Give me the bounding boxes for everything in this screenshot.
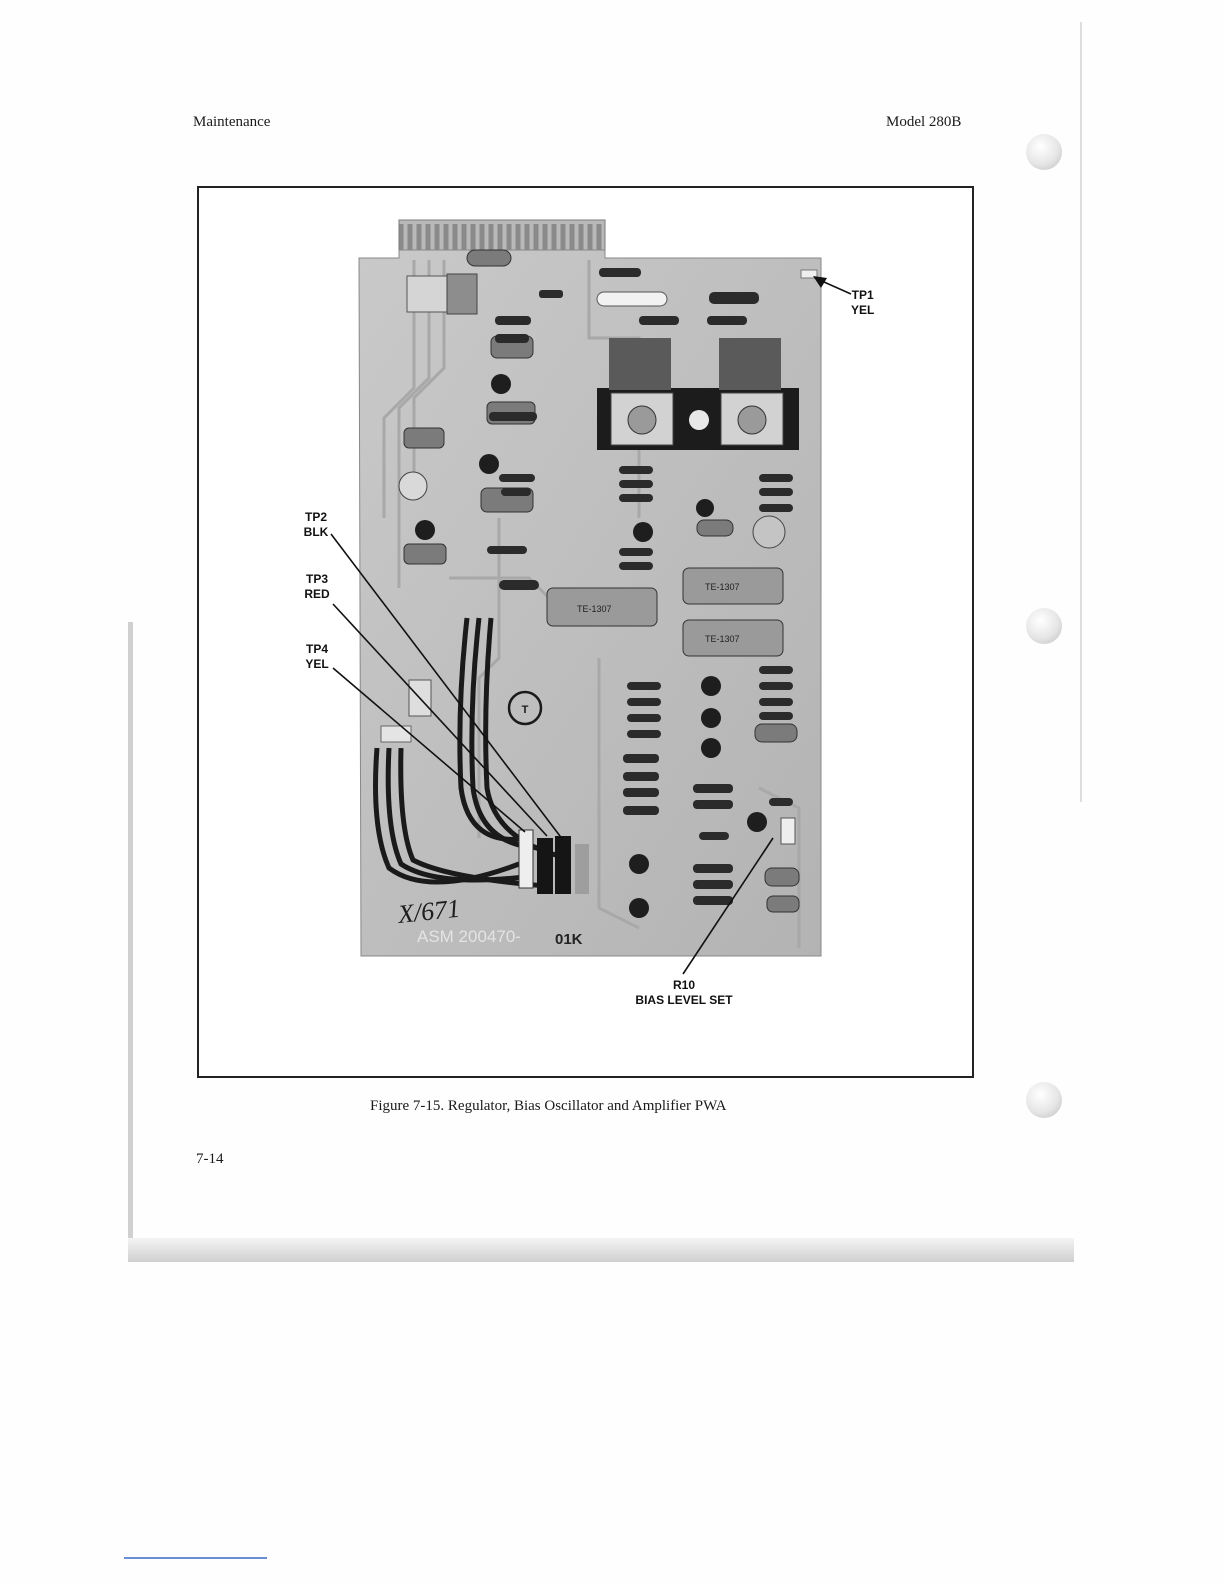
callout-tp2: TP2 BLK bbox=[298, 510, 334, 540]
callout-tp1-name: TP1 bbox=[851, 288, 874, 303]
callout-tp3-name: TP3 bbox=[299, 572, 335, 587]
binder-hole bbox=[1026, 608, 1062, 644]
callout-tp3: TP3 RED bbox=[299, 572, 335, 602]
callout-tp1: TP1 YEL bbox=[851, 288, 874, 318]
running-header-right: Model 280B bbox=[886, 114, 961, 131]
callout-tp4: TP4 YEL bbox=[299, 642, 335, 672]
callout-r10-name: R10 bbox=[619, 978, 749, 993]
pcb-photo: TE-1307 TE-1307 TE-1307 bbox=[199, 188, 972, 1076]
callout-r10-desc: BIAS LEVEL SET bbox=[619, 993, 749, 1008]
callout-tp2-color: BLK bbox=[298, 525, 334, 540]
callout-r10: R10 BIAS LEVEL SET bbox=[619, 978, 749, 1008]
binder-hole bbox=[1026, 1082, 1062, 1118]
page-edge-shadow bbox=[128, 622, 133, 1242]
callout-tp1-color: YEL bbox=[851, 303, 874, 318]
capacitor-marking: TE-1307 bbox=[577, 604, 612, 614]
scan-artifact-line bbox=[124, 1557, 267, 1559]
page-number: 7-14 bbox=[196, 1151, 224, 1168]
callout-tp3-color: RED bbox=[299, 587, 335, 602]
binder-hole bbox=[1026, 134, 1062, 170]
assembly-marking: ASM 200470- bbox=[417, 927, 521, 946]
callout-tp4-color: YEL bbox=[299, 657, 335, 672]
figure-caption: Figure 7-15. Regulator, Bias Oscillator … bbox=[370, 1098, 726, 1115]
page-edge-shadow bbox=[1080, 22, 1082, 802]
page-edge-shadow bbox=[128, 1238, 1074, 1262]
capacitor-marking: TE-1307 bbox=[705, 634, 740, 644]
revision-marking: 01K bbox=[555, 931, 583, 948]
figure-frame: TE-1307 TE-1307 TE-1307 bbox=[197, 186, 974, 1078]
callout-tp4-name: TP4 bbox=[299, 642, 335, 657]
running-header-left: Maintenance bbox=[193, 114, 270, 131]
callout-tp2-name: TP2 bbox=[298, 510, 334, 525]
svg-text:T: T bbox=[522, 704, 529, 716]
capacitor-marking: TE-1307 bbox=[705, 582, 740, 592]
